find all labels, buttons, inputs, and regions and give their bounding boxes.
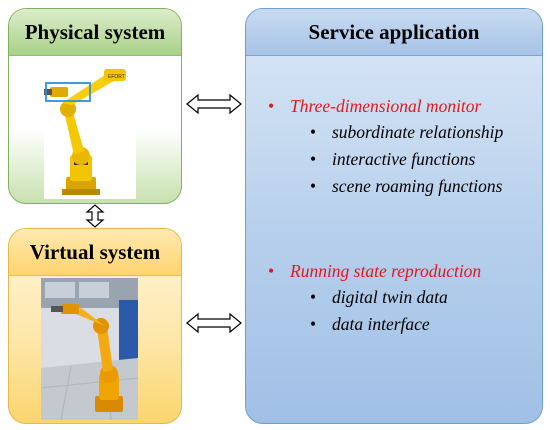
robot-photo-image: EFORT	[44, 59, 136, 199]
list-item: •subordinate relationship	[310, 122, 504, 142]
service-application-title: Service application	[246, 9, 542, 56]
svg-text:EFORT: EFORT	[108, 74, 125, 80]
list-item: •data interface	[310, 314, 430, 334]
list-item: •digital twin data	[310, 287, 448, 307]
list-item: •scene roaming functions	[310, 176, 503, 196]
service-application-panel: Service application •Three-dimensional m…	[245, 8, 543, 424]
robot-render-image	[40, 278, 139, 421]
list-item: •interactive functions	[310, 149, 476, 169]
physical-system-title: Physical system	[9, 9, 181, 56]
group-running-state-reproduction: •Running state reproduction •digital twi…	[268, 258, 481, 338]
group-label: •Running state reproduction	[268, 261, 482, 281]
group-three-dimensional-monitor: •Three-dimensional monitor •subordinate …	[268, 93, 503, 200]
physical-virtual-double-arrow	[85, 204, 105, 228]
physical-service-double-arrow	[186, 93, 242, 115]
group-label: •Three-dimensional monitor	[268, 96, 482, 116]
virtual-system-title: Virtual system	[9, 229, 181, 276]
virtual-service-double-arrow	[186, 312, 242, 334]
